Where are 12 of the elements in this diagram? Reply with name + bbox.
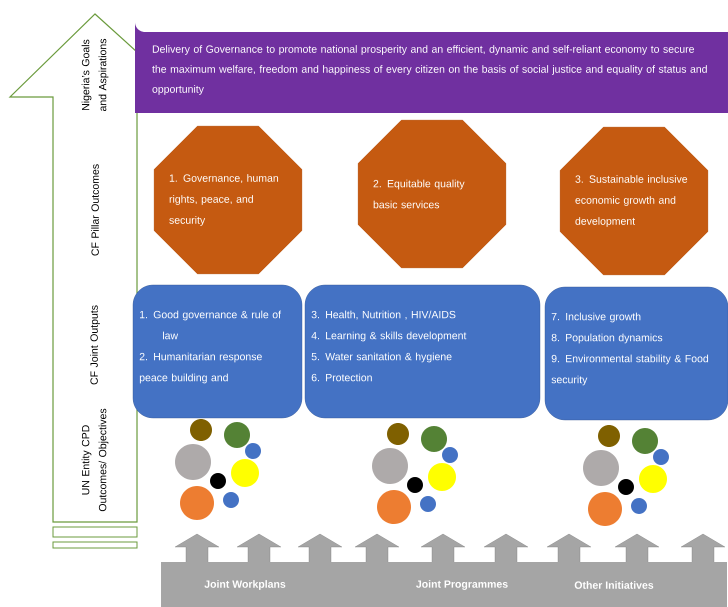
- initiatives-bar: Joint Workplans Joint Programmes Other Initiatives: [161, 562, 727, 607]
- octagon: 1. Governance, human rights, peace, and security: [154, 126, 302, 274]
- output-box: 1. Good governance & rule of law 2. Humanitarian response peace building and: [132, 284, 302, 418]
- band-label: UN Entity CPD Outcomes/ Objectives: [82, 408, 108, 512]
- goal-banner: Delivery of Governance to promote national prosperity and an efficient, dynamic and self-reliant economy to secure the maximum welfare, freedom and happiness of every citizen on the basis of social justice and equality of status and opportunity: [135, 22, 728, 113]
- output-box: 7. Inclusive growth 8. Population dynamics 9. Environmental stability & Food security: [544, 286, 728, 420]
- output-box: 3. Health, Nutrition , HIV/AIDS 4. Learning & skills development 5. Water sanitation & hygiene 6. Protection: [304, 284, 540, 418]
- octagon: 3. Sustainable inclusive economic growth and development: [560, 126, 708, 276]
- octagon: 2. Equitable quality basic services: [358, 120, 506, 268]
- band-label: CF Pillar Outcomes: [91, 164, 99, 256]
- band-label: CF Joint Outputs: [90, 305, 100, 384]
- band-label: Nigeria’s Goals and Aspirations: [82, 38, 108, 112]
